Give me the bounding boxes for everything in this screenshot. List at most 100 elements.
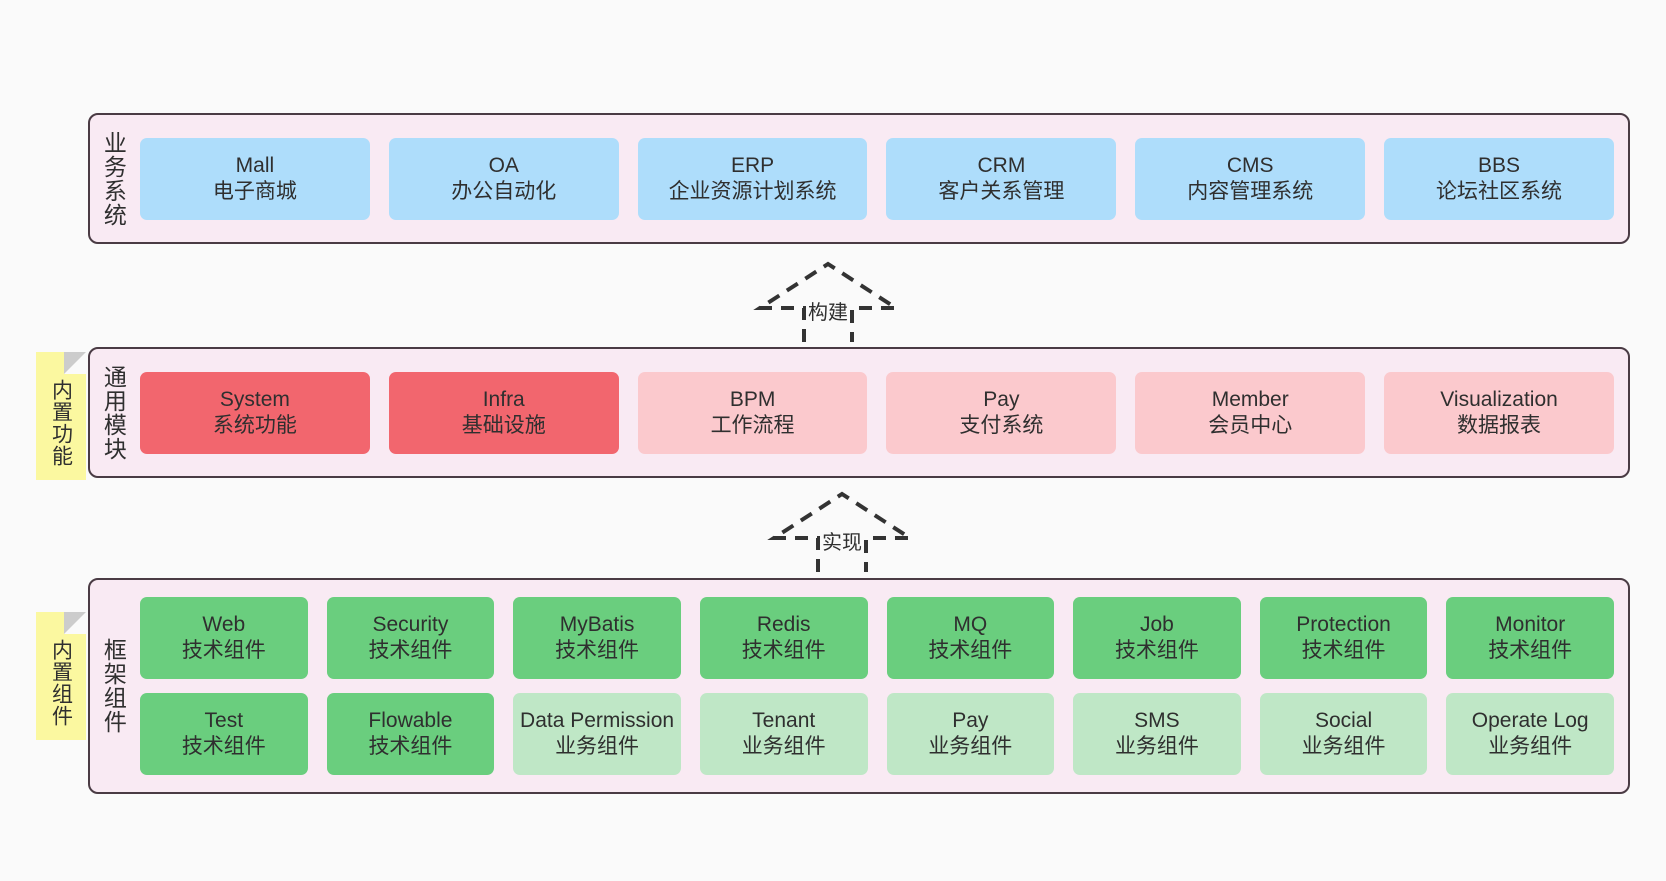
node-pay-module-en: Pay [983, 387, 1020, 411]
node-crm-en: CRM [977, 153, 1026, 177]
node-sms[interactable]: SMS 业务组件 [1073, 693, 1241, 775]
node-erp[interactable]: ERP 企业资源计划系统 [637, 137, 868, 220]
arrow-build-label: 构建 [808, 302, 848, 324]
node-protection-en: Protection [1296, 613, 1391, 637]
layer-business-system: 业务系统 Mall 电子商城 OA 办公自动化 ERP 企业资源计划系统 CRM… [88, 113, 1630, 244]
node-sms-cn: 业务组件 [1114, 735, 1199, 758]
arrow-implement-label: 实现 [822, 532, 862, 554]
layer-title-framework-component: 框架组件 [100, 638, 127, 734]
node-operate-log-cn: 业务组件 [1488, 735, 1573, 758]
node-flowable-cn: 技术组件 [368, 735, 453, 758]
layer-title-common-module: 通用模块 [100, 364, 127, 461]
node-visualization-en: Visualization [1440, 387, 1558, 411]
node-mall[interactable]: Mall 电子商城 [140, 137, 370, 220]
node-row-business-components: Test 技术组件 Flowable 技术组件 Data Permission … [140, 693, 1614, 775]
node-protection-cn: 技术组件 [1301, 639, 1386, 662]
node-cms[interactable]: CMS 内容管理系统 [1135, 137, 1366, 220]
node-bpm-en: BPM [729, 387, 776, 411]
node-row-business: Mall 电子商城 OA 办公自动化 ERP 企业资源计划系统 CRM 客户关系… [140, 137, 1614, 220]
node-infra[interactable]: Infra 基础设施 [388, 371, 619, 454]
node-oa-cn: 办公自动化 [451, 179, 557, 203]
node-cms-cn: 内容管理系统 [1187, 179, 1314, 203]
node-pay-component-en: Pay [952, 709, 989, 733]
layer-common-module: 通用模块 System 系统功能 Infra 基础设施 BPM 工作流程 Pay… [88, 347, 1630, 478]
node-visualization[interactable]: Visualization 数据报表 [1384, 371, 1614, 454]
node-operate-log[interactable]: Operate Log 业务组件 [1446, 693, 1614, 775]
node-flowable[interactable]: Flowable 技术组件 [326, 693, 495, 775]
node-redis-en: Redis [756, 613, 811, 637]
node-member-cn: 会员中心 [1208, 413, 1293, 437]
node-cms-en: CMS [1226, 153, 1274, 177]
layer-body-framework-component: Web 技术组件 Security 技术组件 MyBatis 技术组件 Redi… [136, 580, 1628, 792]
node-tenant-en: Tenant [752, 709, 816, 733]
node-web-cn: 技术组件 [181, 639, 266, 662]
node-pay-component[interactable]: Pay 业务组件 [886, 693, 1055, 775]
node-row-tech-components: Web 技术组件 Security 技术组件 MyBatis 技术组件 Redi… [140, 597, 1614, 679]
sticky-note-builtin-component: 内置组件 [36, 612, 86, 740]
node-tenant[interactable]: Tenant 业务组件 [699, 693, 868, 775]
node-member[interactable]: Member 会员中心 [1135, 371, 1366, 454]
node-crm[interactable]: CRM 客户关系管理 [886, 137, 1117, 220]
sticky-note-builtin-function-label: 内置功能 [49, 379, 73, 467]
node-system-cn: 系统功能 [212, 413, 297, 437]
node-job[interactable]: Job 技术组件 [1073, 597, 1241, 679]
arrow-build-shape [753, 261, 903, 342]
node-job-en: Job [1140, 613, 1174, 637]
node-test-en: Test [204, 709, 244, 733]
node-test-cn: 技术组件 [181, 735, 266, 758]
node-security[interactable]: Security 技术组件 [326, 597, 495, 679]
node-pay-module[interactable]: Pay 支付系统 [886, 371, 1117, 454]
node-mall-en: Mall [235, 153, 275, 177]
node-bpm[interactable]: BPM 工作流程 [637, 371, 868, 454]
node-protection[interactable]: Protection 技术组件 [1259, 597, 1428, 679]
node-crm-cn: 客户关系管理 [938, 179, 1065, 203]
sticky-note-builtin-function: 内置功能 [36, 352, 86, 480]
node-bbs-cn: 论坛社区系统 [1436, 179, 1563, 203]
node-monitor-en: Monitor [1495, 613, 1566, 637]
node-data-permission-en: Data Permission [520, 709, 675, 733]
node-infra-cn: 基础设施 [461, 413, 546, 437]
node-pay-component-cn: 业务组件 [928, 735, 1013, 758]
node-redis[interactable]: Redis 技术组件 [699, 597, 868, 679]
layer-framework-component: 框架组件 Web 技术组件 Security 技术组件 MyBatis 技术组件… [88, 578, 1630, 794]
node-bpm-cn: 工作流程 [710, 413, 795, 437]
layer-title-business-system: 业务系统 [100, 130, 127, 227]
node-mybatis[interactable]: MyBatis 技术组件 [513, 597, 681, 679]
node-flowable-en: Flowable [368, 709, 453, 733]
node-mall-cn: 电子商城 [212, 179, 297, 203]
node-data-permission[interactable]: Data Permission 业务组件 [513, 693, 681, 775]
arrow-build: 构建 [753, 261, 903, 344]
node-visualization-cn: 数据报表 [1457, 413, 1542, 437]
node-system[interactable]: System 系统功能 [140, 371, 370, 454]
node-sms-en: SMS [1134, 709, 1180, 733]
node-mq-cn: 技术组件 [928, 639, 1013, 662]
node-operate-log-en: Operate Log [1471, 709, 1589, 733]
node-redis-cn: 技术组件 [741, 639, 826, 662]
node-erp-cn: 企业资源计划系统 [668, 179, 837, 203]
node-system-en: System [219, 387, 290, 411]
layer-body-common-module: System 系统功能 Infra 基础设施 BPM 工作流程 Pay 支付系统… [136, 349, 1628, 476]
node-mybatis-cn: 技术组件 [555, 639, 640, 662]
node-pay-module-cn: 支付系统 [959, 413, 1044, 437]
node-oa[interactable]: OA 办公自动化 [388, 137, 619, 220]
node-bbs-en: BBS [1478, 153, 1521, 177]
layer-body-business-system: Mall 电子商城 OA 办公自动化 ERP 企业资源计划系统 CRM 客户关系… [136, 115, 1628, 242]
node-tenant-cn: 业务组件 [741, 735, 826, 758]
node-row-common-module: System 系统功能 Infra 基础设施 BPM 工作流程 Pay 支付系统… [140, 371, 1614, 454]
node-web[interactable]: Web 技术组件 [140, 597, 308, 679]
node-infra-en: Infra [482, 387, 525, 411]
node-security-en: Security [372, 613, 449, 637]
node-job-cn: 技术组件 [1114, 639, 1199, 662]
node-social[interactable]: Social 业务组件 [1259, 693, 1428, 775]
node-monitor-cn: 技术组件 [1488, 639, 1573, 662]
node-web-en: Web [202, 613, 246, 637]
arrow-implement-shape [767, 491, 917, 572]
node-social-cn: 业务组件 [1301, 735, 1386, 758]
node-monitor[interactable]: Monitor 技术组件 [1446, 597, 1614, 679]
node-mq[interactable]: MQ 技术组件 [886, 597, 1055, 679]
node-oa-en: OA [488, 153, 519, 177]
node-test[interactable]: Test 技术组件 [140, 693, 308, 775]
node-bbs[interactable]: BBS 论坛社区系统 [1384, 137, 1614, 220]
node-member-en: Member [1211, 387, 1289, 411]
